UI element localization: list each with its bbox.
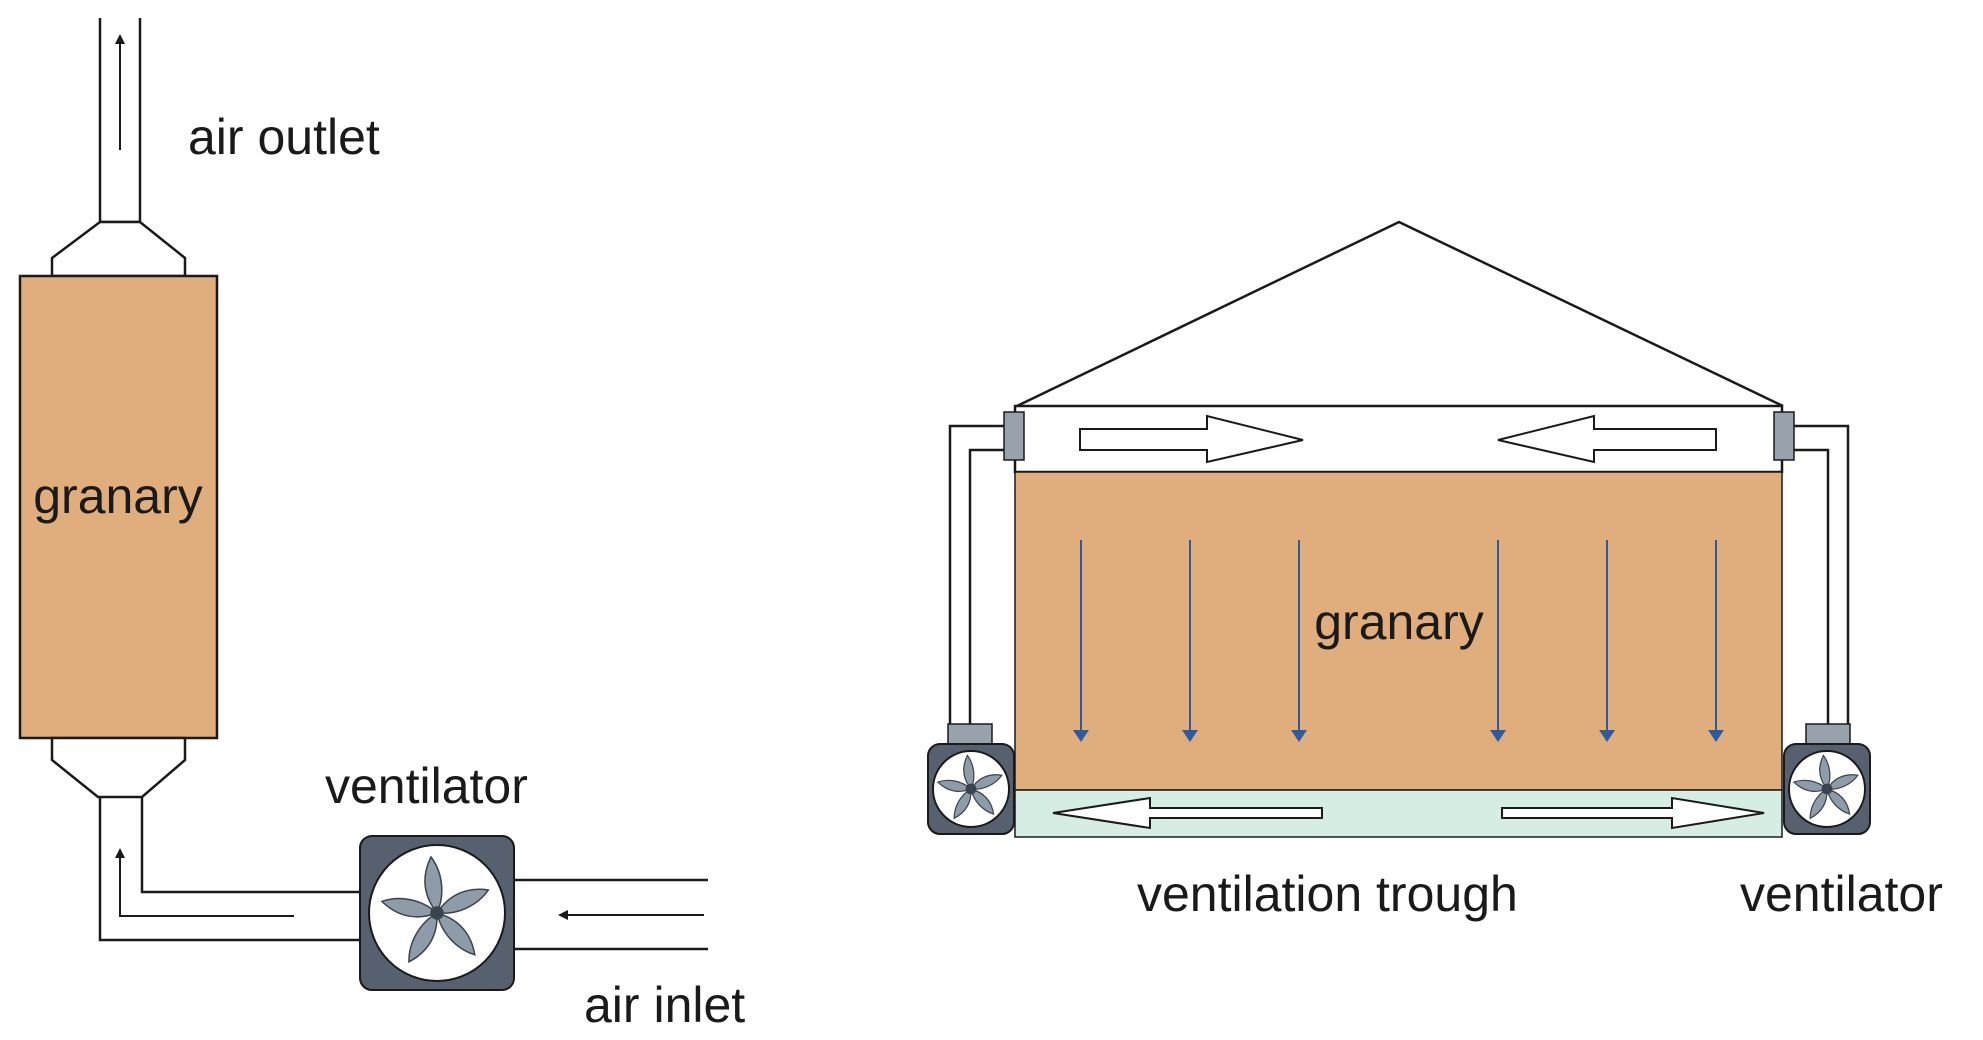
right-duct-connector xyxy=(1773,411,1795,461)
right-granary-body xyxy=(1014,471,1783,791)
inlet-elbow-pipe xyxy=(98,797,362,942)
fan-icon xyxy=(1792,754,1861,822)
right-granary-label: granary xyxy=(1314,594,1484,650)
right-fan-connector xyxy=(1805,723,1851,747)
roof xyxy=(1016,220,1784,408)
fan-icon xyxy=(936,754,1005,822)
air-inlet-pipe xyxy=(514,878,708,951)
hollow-arrow-right-icon xyxy=(1501,796,1765,830)
top-hopper xyxy=(50,220,187,278)
downward-flow-arrows xyxy=(1073,540,1724,742)
left-recirculation-duct xyxy=(948,424,1004,728)
left-ventilator xyxy=(359,835,515,991)
right-diagram: granary xyxy=(927,220,1943,922)
ventilation-trough-label: ventilation trough xyxy=(1137,866,1518,922)
left-granary-body xyxy=(18,274,219,740)
left-fan-connector xyxy=(947,723,993,747)
bottom-hopper xyxy=(50,736,187,799)
left-ventilator-label: ventilator xyxy=(325,758,528,814)
hollow-arrow-left-icon xyxy=(1497,414,1717,464)
hollow-arrow-right-icon xyxy=(1079,414,1304,464)
hollow-arrow-left-icon xyxy=(1052,796,1323,830)
right-diagram-left-ventilator xyxy=(927,743,1015,835)
right-ventilator-label: ventilator xyxy=(1740,866,1943,922)
air-inlet-label: air inlet xyxy=(584,977,745,1033)
right-recirculation-duct xyxy=(1794,424,1850,728)
arrow-up-icon xyxy=(115,848,294,917)
fan-icon xyxy=(379,856,493,967)
right-diagram-right-ventilator xyxy=(1783,743,1871,835)
air-outlet-label: air outlet xyxy=(188,109,380,165)
left-duct-connector xyxy=(1003,411,1025,461)
left-granary-label: granary xyxy=(33,468,203,524)
left-diagram: granary air outlet ventilator air inlet xyxy=(18,18,745,1033)
